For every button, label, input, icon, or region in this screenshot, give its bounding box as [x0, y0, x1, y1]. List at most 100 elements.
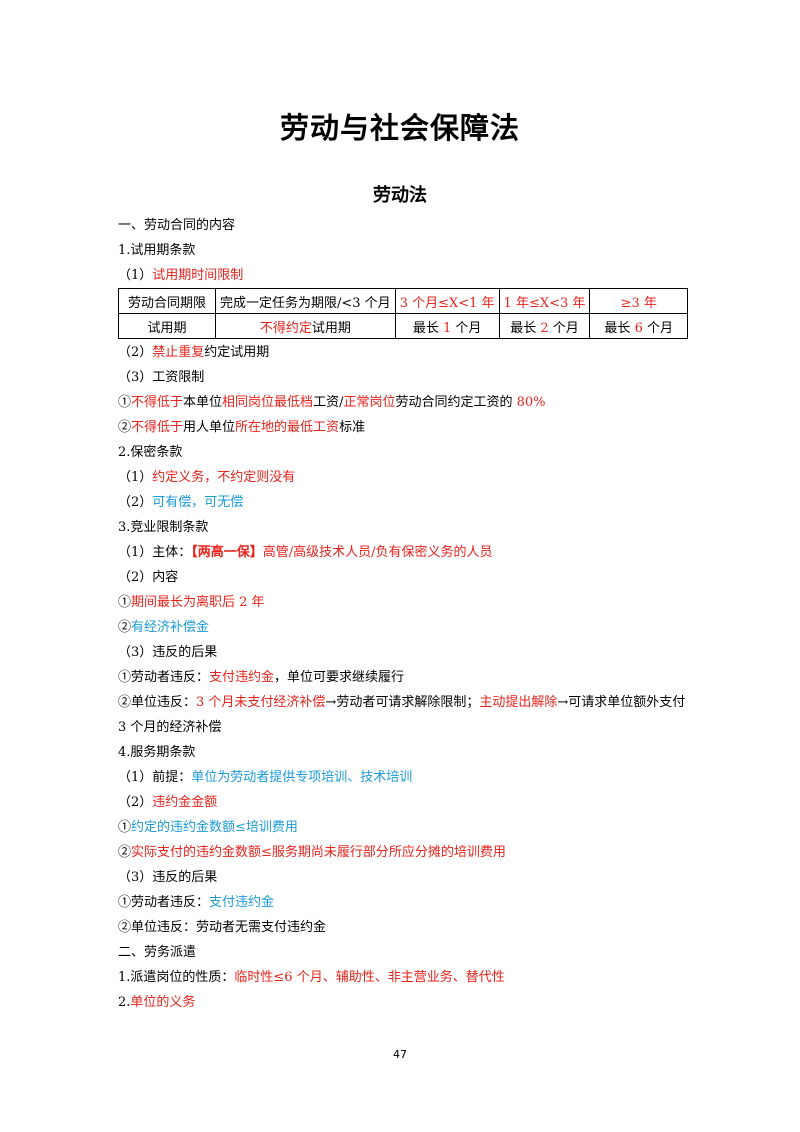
highlight-red: 支付违约金 [209, 670, 275, 685]
highlight-red: 实际支付的违约金数额≤服务期尚未履行部分所应分摊的培训费用 [131, 845, 506, 860]
highlight-blue: 单位为劳动者提供专项培训、技术培训 [191, 770, 413, 785]
text-run: （1）前提： [118, 770, 192, 785]
text-run: →劳动者可请求解除限制； [325, 695, 480, 710]
text-run: ① [118, 595, 132, 610]
text-run: 1.派遣岗位的性质： [118, 970, 235, 985]
text-run: 用人单位 [183, 420, 236, 435]
highlight-red: 不得低于 [131, 420, 184, 435]
section-title: 劳动法 [373, 185, 427, 206]
highlight-red: 6 [634, 320, 643, 336]
outline-item: （3）违反的后果 [118, 640, 688, 665]
table-header-cell: 3 个月≤X<1 年 [394, 288, 500, 314]
highlight-red: 主动提出解除 [479, 695, 558, 710]
text-run: （3）违反的后果 [118, 645, 218, 660]
text-run: ① [118, 395, 132, 410]
highlight-red: 正常岗位 [343, 395, 396, 410]
text-run: ①劳动者违反： [118, 895, 210, 910]
table-row: 劳动合同期限 完成一定任务为期限/<3 个月 3 个月≤X<1 年 1 年≤X<… [118, 288, 688, 314]
outline-item: （3）违反的后果 [118, 865, 688, 890]
outline-item: ②单位违反：3 个月未支付经济补偿→劳动者可请求解除限制；主动提出解除→可请求单… [118, 690, 688, 740]
text-run: ②单位违反：劳动者无需支付违约金 [118, 920, 327, 935]
table-header-cell: ≥3 年 [589, 288, 688, 314]
highlight-red: 临时性≤6 个月、辅助性、非主营业务、替代性 [234, 970, 505, 985]
text-run: 最长 [412, 320, 443, 336]
text-run: 一、劳动合同的内容 [118, 218, 236, 233]
outline-heading: 2.保密条款 [118, 440, 688, 465]
text-run: 个月 [548, 320, 579, 336]
outline-item: ①不得低于本单位相同岗位最低档工资/正常岗位劳动合同约定工资的 80% [118, 390, 688, 415]
highlight-blue: 支付违约金 [209, 895, 275, 910]
outline-item: ②有经济补偿金 [118, 615, 688, 640]
content-block-2: （2）禁止重复约定试用期 （3）工资限制 ①不得低于本单位相同岗位最低档工资/正… [118, 340, 688, 1015]
outline-item: （2）禁止重复约定试用期 [118, 340, 688, 365]
highlight-red: 所在地的最低工资 [235, 420, 340, 435]
highlight-red: 80% [516, 395, 546, 410]
probation-table: 劳动合同期限 完成一定任务为期限/<3 个月 3 个月≤X<1 年 1 年≤X<… [118, 288, 688, 339]
highlight-red: 3 个月未支付经济补偿 [196, 695, 326, 710]
highlight-blue: 约定的违约金数额≤培训费用 [131, 820, 298, 835]
outline-item: ①期间最长为离职后 2 年 [118, 590, 688, 615]
outline-item: （2）内容 [118, 565, 688, 590]
highlight-red: 高管/高级技术人员/负有保密义务的人员 [262, 545, 493, 560]
text-run: （2） [118, 345, 153, 360]
table-cell: 试用期 [118, 313, 216, 339]
table-header-cell: 劳动合同期限 [118, 288, 216, 314]
text-run: （3）工资限制 [118, 370, 205, 385]
text-run: 劳动合同约定工资的 [395, 395, 517, 410]
text-run: （2） [118, 495, 153, 510]
text-run: 试用期 [311, 320, 351, 336]
highlight-red: 禁止重复 [152, 345, 205, 360]
outline-item: （1）主体：【两高一保】高管/高级技术人员/负有保密义务的人员 [118, 540, 688, 565]
outline-item: （2）可有偿，可无偿 [118, 490, 688, 515]
text-run: ①劳动者违反： [118, 670, 210, 685]
outline-item: ②单位违反：劳动者无需支付违约金 [118, 915, 688, 940]
text-run: 工资/ [313, 395, 344, 410]
outline-item: （2）违约金金额 [118, 790, 688, 815]
outline-heading: 4.服务期条款 [118, 740, 688, 765]
highlight-red: 不得约定 [259, 320, 312, 336]
table-cell: 最长 6 个月 [589, 313, 688, 339]
page-title: 劳动与社会保障法 [279, 111, 520, 145]
text-run: （1） [118, 268, 153, 283]
text-run: （3）违反的后果 [118, 870, 218, 885]
text-run: ②单位违反： [118, 695, 197, 710]
highlight-red: 1 [442, 320, 452, 336]
outline-item: （1）前提：单位为劳动者提供专项培训、技术培训 [118, 765, 688, 790]
text-run: 最长 [604, 320, 635, 336]
text-run: 3.竞业限制条款 [118, 520, 209, 535]
text-run: ① [118, 820, 132, 835]
text-run: 个月 [451, 320, 482, 336]
text-run: （1）主体： [118, 545, 192, 560]
table-cell: 最长 2 个月 [498, 313, 591, 339]
highlight-red: 单位的义务 [130, 995, 196, 1010]
text-run: （2） [118, 795, 153, 810]
text-run: 二、劳务派遣 [118, 945, 197, 960]
text-run: 2.保密条款 [118, 445, 183, 460]
text-run: →可请求单位额外支付 3 个月的经济补偿 [118, 695, 686, 735]
text-run: 1.试用期条款 [118, 243, 196, 258]
table-cell: 最长 1 个月 [394, 313, 500, 339]
text-run: 本单位 [183, 395, 223, 410]
outline-item: ②不得低于用人单位所在地的最低工资标准 [118, 415, 688, 440]
highlight-red: 约定义务，不约定则没有 [152, 470, 296, 485]
outline-item: ①约定的违约金数额≤培训费用 [118, 815, 688, 840]
text-run: ② [118, 620, 132, 635]
content-block-1: 一、劳动合同的内容 1.试用期条款 （1）试用期时间限制 [118, 213, 688, 288]
outline-item: ②实际支付的违约金数额≤服务期尚未履行部分所应分摊的培训费用 [118, 840, 688, 865]
highlight-red: 不得低于 [131, 395, 184, 410]
outline-item: （1）试用期时间限制 [118, 263, 688, 288]
table-header-cell: 完成一定任务为期限/<3 个月 [215, 288, 396, 314]
highlight-red: 相同岗位最低档 [222, 395, 314, 410]
outline-heading: 1.试用期条款 [118, 238, 688, 263]
text-run: 2. [118, 995, 131, 1010]
text-run: （1） [118, 470, 153, 485]
highlight-red: 期间最长为离职后 2 年 [131, 595, 265, 610]
highlight-red-bold: 【两高一保】 [191, 545, 263, 560]
outline-item: （1）约定义务，不约定则没有 [118, 465, 688, 490]
text-run: 标准 [339, 420, 366, 435]
text-run: ② [118, 420, 132, 435]
table-cell: 不得约定试用期 [215, 313, 396, 339]
text-run: 约定试用期 [204, 345, 270, 360]
text-run: （2）内容 [118, 570, 179, 585]
outline-heading: 3.竞业限制条款 [118, 515, 688, 540]
